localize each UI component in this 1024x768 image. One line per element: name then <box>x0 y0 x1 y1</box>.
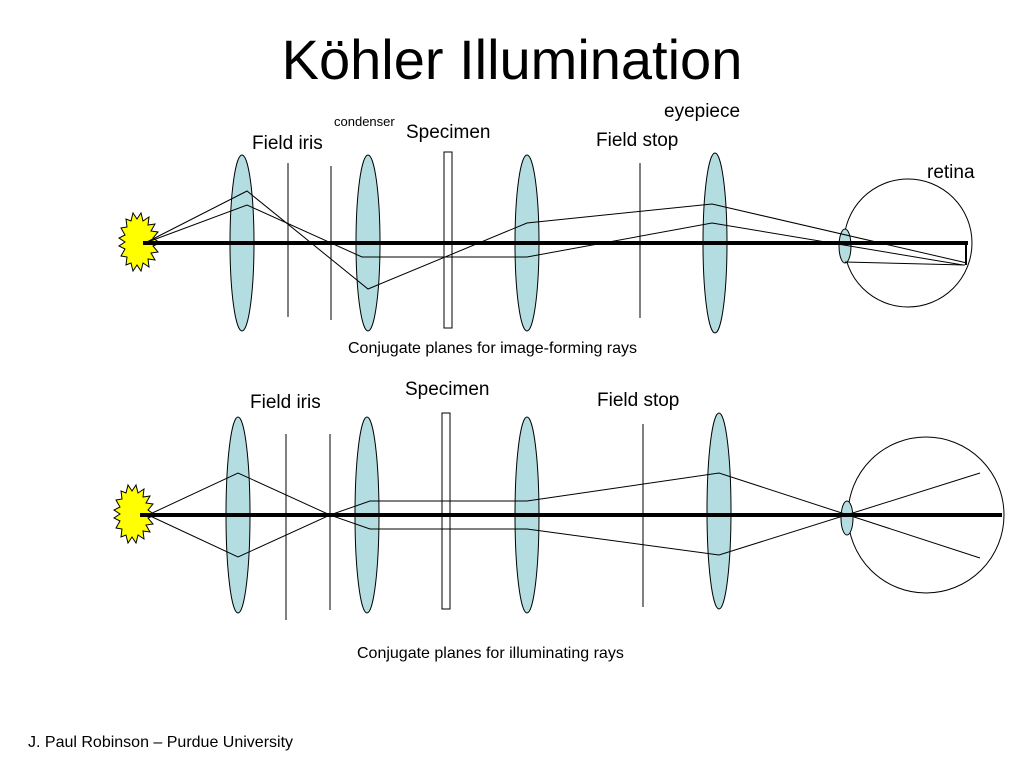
top-ray-1 <box>144 190 968 290</box>
top-retina-image <box>844 261 966 266</box>
top-field-iris-label: Field iris <box>252 133 323 154</box>
top-lamp-icon <box>118 211 162 273</box>
top-ray-2 <box>144 204 964 266</box>
top-eyepiece-label: eyepiece <box>664 101 741 122</box>
bottom-lamp-icon <box>113 483 157 545</box>
bottom-ray-2 <box>147 472 981 558</box>
bottom-field-stop-label: Field stop <box>597 390 680 411</box>
bottom-specimen-slide <box>441 412 451 610</box>
page-title: Köhler Illumination <box>281 28 743 91</box>
bottom-eyepiece-lens <box>706 412 732 610</box>
bottom-ray-1 <box>147 472 981 559</box>
bottom-specimen-label: Specimen <box>405 379 490 400</box>
top-diagram <box>118 151 973 334</box>
top-specimen-label: Specimen <box>406 122 491 143</box>
bottom-field-iris-label: Field iris <box>250 392 321 413</box>
bottom-diagram <box>113 412 1005 620</box>
top-retina-label: retina <box>927 162 975 183</box>
top-caption: Conjugate planes for image-forming rays <box>348 340 638 357</box>
top-field-stop-label: Field stop <box>596 130 679 151</box>
bottom-eye-lens <box>840 500 854 536</box>
footer-credit: J. Paul Robinson – Purdue University <box>28 734 294 751</box>
top-specimen-slide <box>443 151 453 329</box>
bottom-caption: Conjugate planes for illuminating rays <box>357 645 624 662</box>
top-condenser-label: condenser <box>334 114 395 129</box>
